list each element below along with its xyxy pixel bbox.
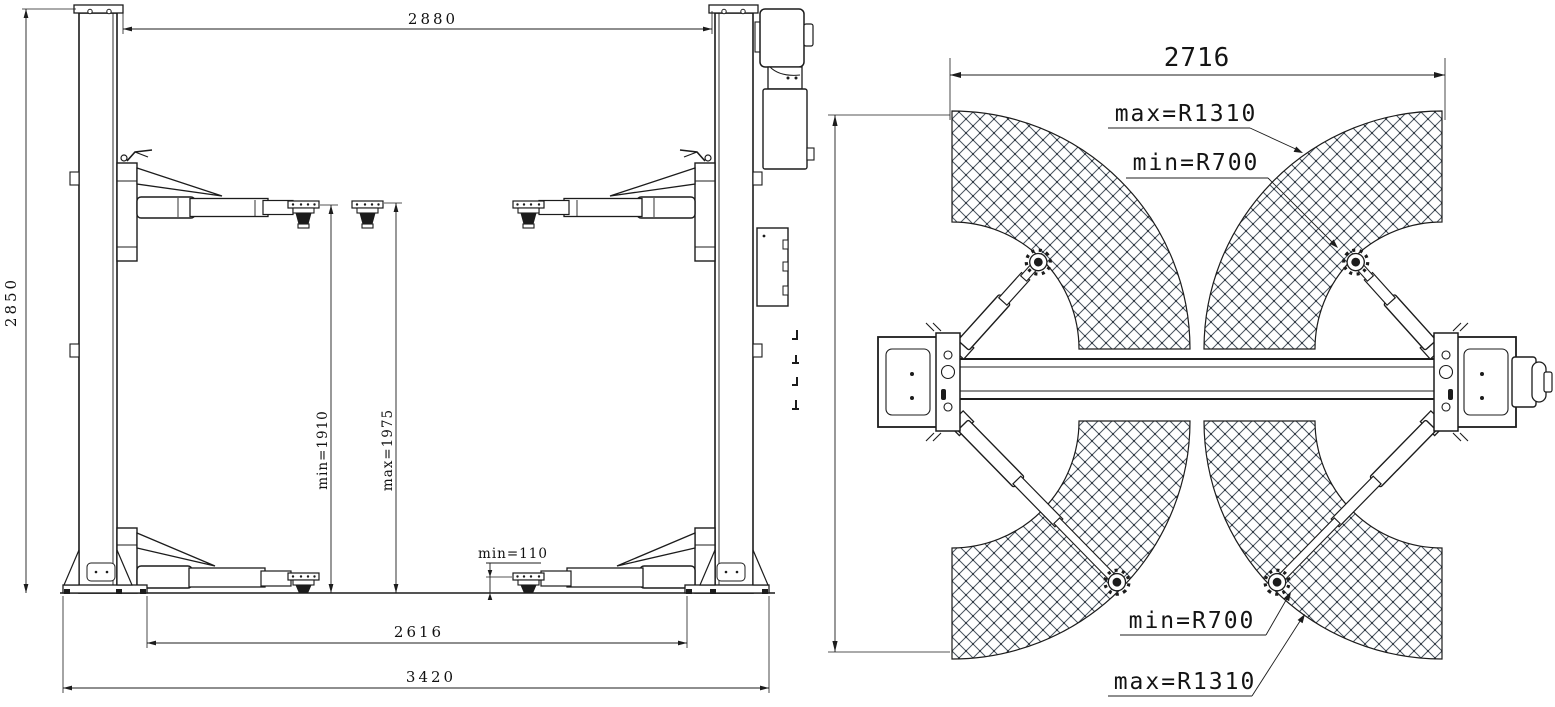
- control-box: [756, 227, 789, 307]
- pad-adapter-extended: [351, 200, 384, 229]
- dim-pad-height-max: max=1975: [380, 202, 402, 593]
- svg-text:max=R1310: max=R1310: [1114, 669, 1257, 695]
- left-post: [69, 4, 124, 594]
- dim-width-between-posts: 2880: [122, 10, 713, 34]
- right-post-plan: [1433, 322, 1517, 442]
- label-swing-min-bottom: min=R700: [1120, 592, 1291, 636]
- left-dim-label-fragments: [792, 330, 799, 410]
- dim-overall-base-width: 3420: [62, 596, 770, 693]
- floor-beam: [954, 358, 1440, 400]
- left-arm-raised: [116, 149, 320, 262]
- dim-label-max-1975: max=1975: [380, 409, 396, 491]
- arm-front-right: [1339, 245, 1446, 361]
- sweep-zone-top-left: [951, 110, 1191, 350]
- dim-pad-height-min: min=1910: [315, 204, 338, 593]
- dim-label-2716: 2716: [1164, 43, 1231, 73]
- power-unit: [754, 8, 815, 170]
- svg-text:max=R1310: max=R1310: [1115, 101, 1258, 127]
- dim-overall-width-plan: 2716: [949, 43, 1446, 120]
- svg-text:min=R700: min=R700: [1129, 608, 1256, 634]
- right-post: [708, 4, 763, 594]
- label-swing-max-bottom: max=R1310: [1108, 614, 1305, 697]
- svg-text:min=R700: min=R700: [1133, 150, 1260, 176]
- left-arm-lowered: [116, 527, 320, 594]
- dim-total-height: 2850: [2, 8, 76, 593]
- motor-plan: [1511, 356, 1553, 408]
- dim-inner-base-width: 2616: [146, 596, 688, 648]
- right-base-plate: [684, 549, 770, 594]
- dim-label-min-1910: min=1910: [315, 410, 331, 489]
- dim-label-2850: 2850: [2, 277, 20, 327]
- dim-pad-lowered-min: min=110: [478, 546, 548, 600]
- sweep-zone-top-right: [1203, 110, 1443, 350]
- dim-label-min-110: min=110: [478, 546, 548, 562]
- right-arm-raised: [512, 149, 716, 262]
- dim-label-2880: 2880: [408, 10, 458, 28]
- dim-label-2616: 2616: [394, 623, 444, 641]
- dim-sweep-depth: [792, 114, 950, 653]
- label-swing-max-top: max=R1310: [1108, 101, 1303, 153]
- left-post-plan: [877, 322, 961, 442]
- label-swing-min-top: min=R700: [1126, 150, 1338, 248]
- top-view: 2716 max=R1310 min=R700: [792, 43, 1553, 697]
- arm-front-left: [948, 245, 1055, 361]
- dim-label-3420: 3420: [406, 668, 456, 686]
- front-view: 2850 2880 min=1910 max=1975 min=110: [2, 4, 815, 693]
- left-base-plate: [62, 549, 148, 594]
